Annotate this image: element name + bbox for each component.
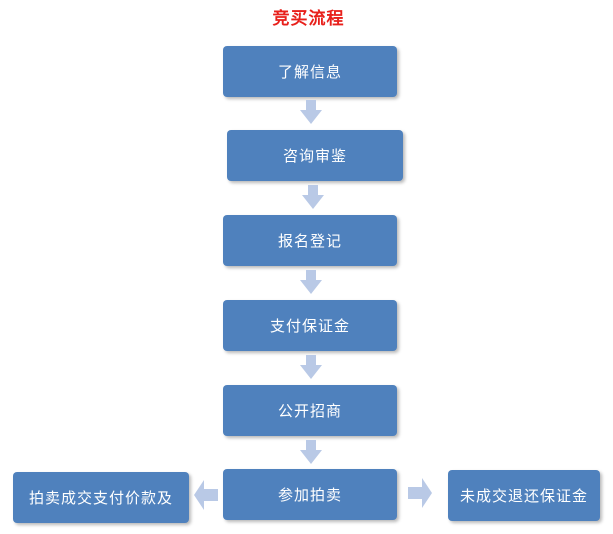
step-register: 报名登记 bbox=[223, 215, 397, 266]
down-arrow-icon bbox=[300, 440, 322, 464]
step-public-tender: 公开招商 bbox=[223, 385, 397, 436]
left-arrow-icon bbox=[194, 480, 218, 510]
outcome-deal-pay-price: 拍卖成交支付价款及 bbox=[13, 472, 189, 523]
down-arrow-icon bbox=[300, 270, 322, 294]
step-pay-deposit: 支付保证金 bbox=[223, 300, 397, 351]
flow-title: 竞买流程 bbox=[272, 9, 345, 29]
down-arrow-icon bbox=[300, 355, 322, 379]
step-join-auction: 参加拍卖 bbox=[223, 469, 397, 520]
step-consult-review: 咨询审鉴 bbox=[227, 130, 403, 181]
step-understand-info: 了解信息 bbox=[223, 46, 397, 97]
outcome-no-deal-refund: 未成交退还保证金 bbox=[448, 470, 600, 521]
down-arrow-icon bbox=[300, 100, 322, 124]
down-arrow-icon bbox=[302, 185, 324, 209]
right-arrow-icon bbox=[408, 478, 432, 508]
